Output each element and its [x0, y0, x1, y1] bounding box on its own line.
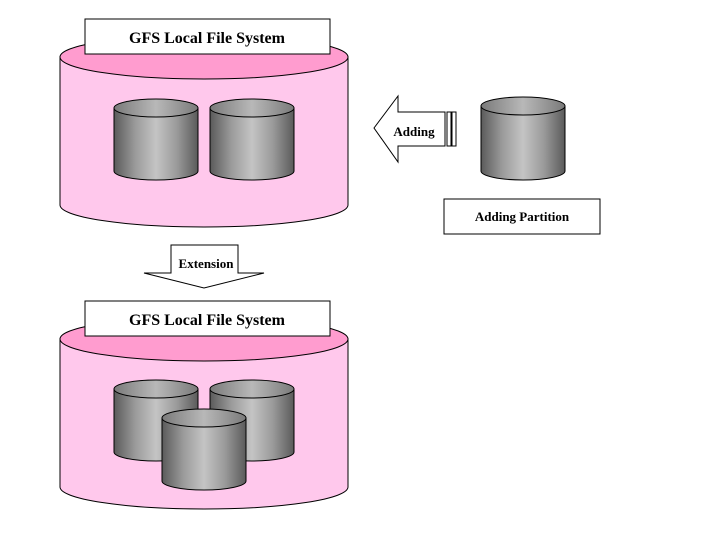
- top-file-system-container: GFS Local File System: [59, 18, 349, 228]
- extension-arrow: Extension: [143, 244, 265, 289]
- top-title-box: GFS Local File System: [84, 18, 331, 55]
- new-partition-label-box: Adding Partition: [443, 198, 601, 235]
- adding-arrow-stripe-2: [451, 111, 457, 147]
- extension-label: Extension: [179, 256, 235, 271]
- adding-arrow-shape: [373, 94, 446, 164]
- bottom-title-box: GFS Local File System: [84, 300, 331, 337]
- top-title: GFS Local File System: [129, 30, 286, 47]
- adding-arrow-stripe-1: [446, 111, 452, 147]
- top-disk-1: [113, 98, 199, 181]
- adding-arrow: Adding: [373, 94, 457, 164]
- adding-label: Adding: [393, 124, 435, 139]
- extension-arrow-shape: [143, 244, 265, 289]
- new-partition-disk: [480, 96, 566, 181]
- top-disk-2: [209, 98, 295, 181]
- new-partition-label: Adding Partition: [475, 209, 570, 224]
- bottom-file-system-container: GFS Local File System: [59, 300, 349, 510]
- top-container-body: [59, 56, 349, 228]
- bottom-disk-3-added: [161, 408, 247, 491]
- bottom-title: GFS Local File System: [129, 312, 286, 329]
